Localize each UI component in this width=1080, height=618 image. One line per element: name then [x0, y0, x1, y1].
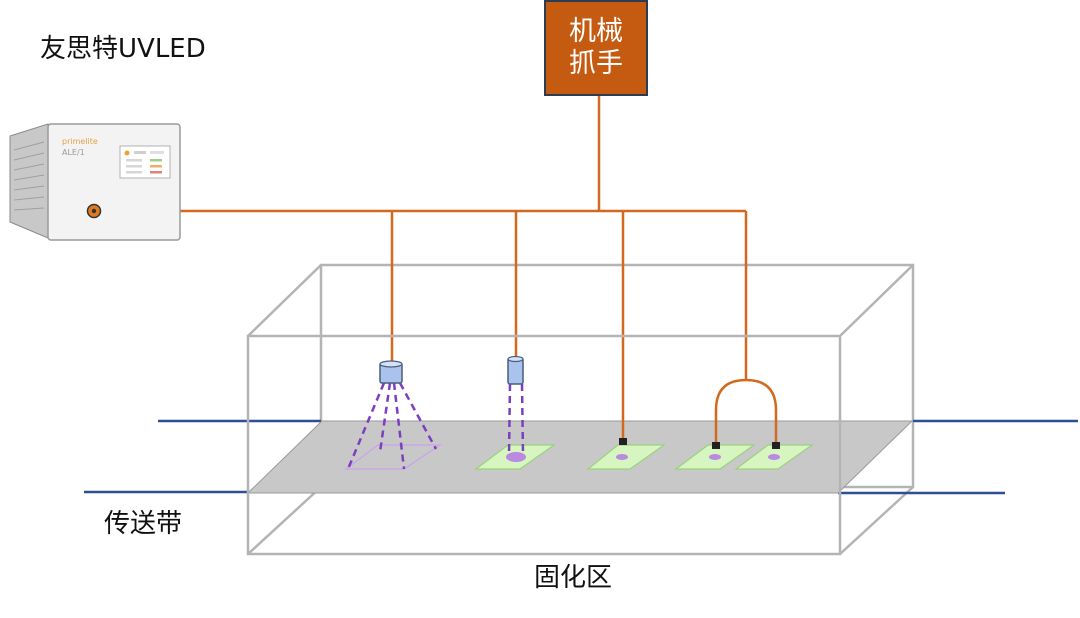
- device-screen-rows: [124, 150, 164, 174]
- beam-lens-1: [507, 383, 512, 456]
- beam-flood-1: [346, 382, 386, 470]
- curing-box-back: [247, 263, 915, 555]
- lens-heads: [379, 355, 524, 385]
- light-beams: [346, 382, 525, 470]
- uv-spot-lens: [506, 452, 526, 462]
- box-edge-top-left: [247, 264, 322, 337]
- curing-platform: [246, 420, 914, 494]
- robot-gripper-box: 机械 抓手: [544, 0, 648, 96]
- curing-box-front: [246, 334, 842, 556]
- beam-flood-4: [398, 382, 438, 450]
- box-edge-bottom-right: [839, 486, 914, 555]
- fiber-tips: [619, 438, 780, 449]
- focus-lens-top: [507, 355, 524, 363]
- fiber-tip-direct: [619, 438, 627, 445]
- fiber-tip-split-right: [772, 442, 780, 449]
- box-edge-top-right: [839, 264, 914, 337]
- conveyor-label: 传送带: [104, 509, 183, 539]
- beam-lens-2: [520, 383, 525, 456]
- uvled-brand-label: 友思特UVLED: [40, 34, 206, 64]
- uvled-device: [9, 123, 181, 241]
- device-side-vents: [13, 141, 45, 211]
- box-edge-bottom-left: [247, 486, 322, 555]
- uv-spot-fiber: [616, 454, 628, 460]
- box-front-face: [246, 334, 842, 556]
- conveyor-belt: [84, 419, 1078, 495]
- device-fiber-port-core: [91, 208, 97, 214]
- flood-lens-top: [379, 360, 403, 368]
- uv-spots: [506, 452, 780, 462]
- beam-flood-3: [392, 382, 406, 470]
- fiber-split-loop: [714, 378, 778, 444]
- device-side-panel: [9, 123, 49, 239]
- light-guides: [94, 96, 778, 444]
- fiber-tip-split-left: [712, 442, 720, 449]
- robot-label-line1: 机械: [569, 16, 623, 48]
- device-brand-text: primelite: [62, 137, 98, 146]
- curing-zone-label: 固化区: [534, 563, 613, 593]
- robot-label-line2: 抓手: [569, 48, 623, 79]
- device-model-text: ALE/1: [62, 148, 85, 157]
- uv-spot-split-left: [709, 454, 721, 460]
- uv-spot-split-right: [768, 454, 780, 460]
